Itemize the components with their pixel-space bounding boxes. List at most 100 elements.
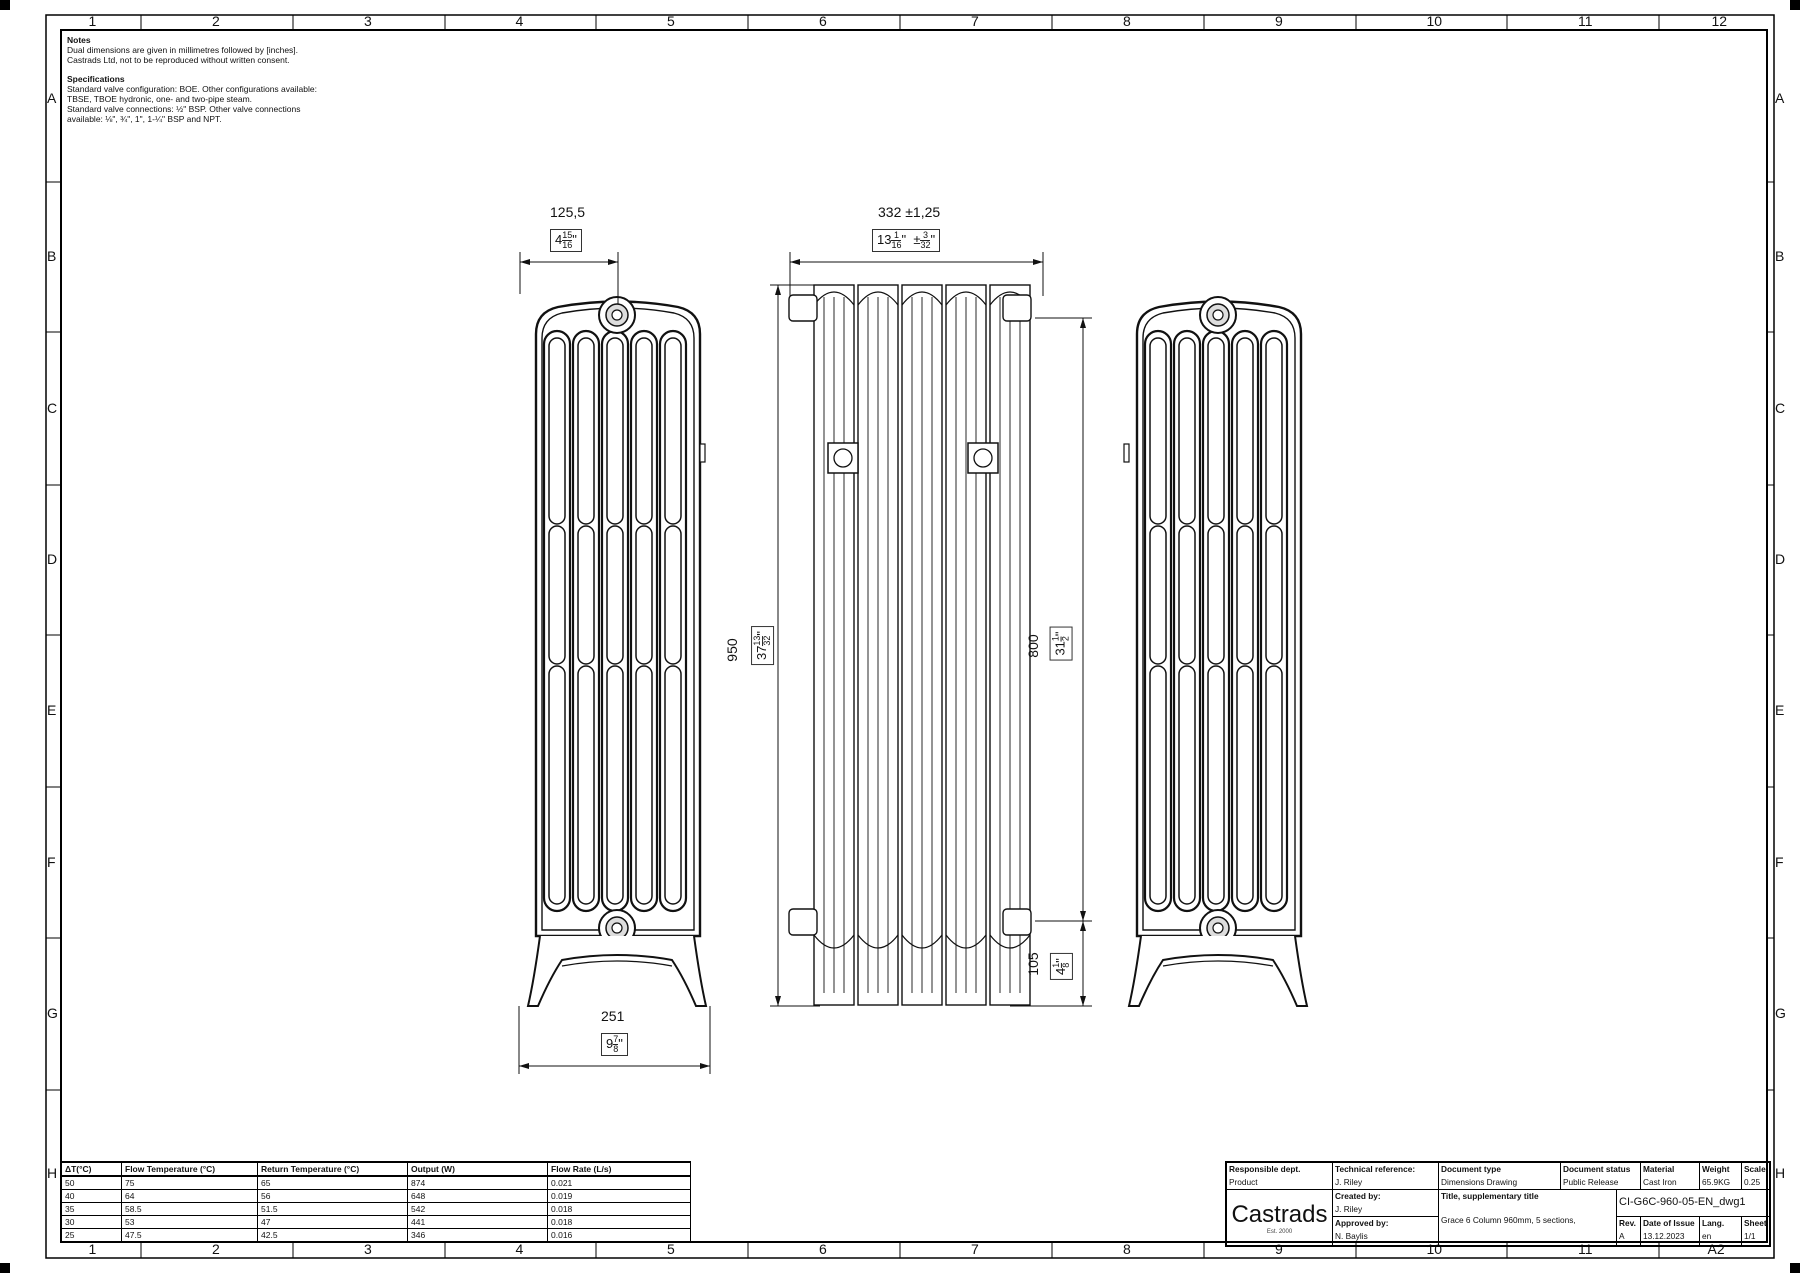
corner-mark-bottom-right — [1790, 1263, 1800, 1273]
zone-label: 2 — [212, 13, 220, 29]
zone-label: 4 — [515, 1241, 524, 1257]
date-of-issue-cell: Date of Issue 13.12.2023 — [1641, 1217, 1700, 1245]
zone-label: C — [47, 399, 58, 416]
zone-label: F — [47, 853, 56, 870]
table-cell: 30 — [61, 1215, 122, 1229]
zone-label: G — [1775, 1005, 1786, 1021]
revision-cell: Rev. A — [1617, 1217, 1641, 1245]
table-cell: 25 — [61, 1228, 122, 1243]
table-cell: 47.5 — [121, 1228, 258, 1243]
zone-label: 11 — [1578, 13, 1593, 29]
table-header: Output (W) — [407, 1161, 548, 1177]
table-header: Flow Temperature (°C) — [121, 1161, 258, 1177]
responsible-dept-cell: Responsible dept. Product — [1227, 1163, 1333, 1190]
table-cell: 0.018 — [547, 1202, 691, 1216]
drawing-number: CI-G6C-960-05-EN_dwg1 — [1617, 1190, 1769, 1217]
top-depth-mm: 125,5 — [550, 204, 586, 220]
document-type-cell: Document type Dimensions Drawing — [1439, 1163, 1561, 1190]
zone-label: E — [47, 702, 57, 718]
height-mm: 950 — [724, 638, 740, 662]
zone-label: 1 — [88, 1241, 97, 1257]
left-end-view — [526, 296, 708, 1007]
table-cell: 0.019 — [547, 1189, 691, 1203]
zone-label: 12 — [1711, 13, 1728, 29]
floor-clearance-mm: 105 — [1025, 952, 1041, 976]
title-block: Responsible dept. Product Technical refe… — [1225, 1161, 1771, 1247]
table-header: ΔT(°C) — [61, 1161, 122, 1177]
zone-label: G — [47, 1005, 58, 1021]
zone-label: F — [1775, 853, 1784, 870]
zone-label: 7 — [971, 13, 979, 29]
table-cell: 56 — [257, 1189, 408, 1203]
spec-line: Standard valve connections: ½" BSP. Othe… — [67, 104, 301, 115]
specifications-title: Specifications — [67, 73, 125, 84]
zone-label: 9 — [1275, 1241, 1283, 1257]
corner-mark-top-left — [0, 0, 10, 10]
zone-label: D — [47, 551, 58, 567]
zone-label: 3 — [364, 13, 372, 29]
material-cell: Material Cast Iron — [1641, 1163, 1700, 1190]
length-mm: 332 ±1,25 — [878, 204, 941, 220]
table-cell: 75 — [121, 1175, 258, 1190]
performance-table: ΔT(°C) Flow Temperature (°C) Return Temp… — [61, 1161, 691, 1243]
brand-cell: Castrads Est. 2000 — [1227, 1190, 1333, 1245]
dimension-arrows — [519, 259, 1086, 1069]
zone-label: 8 — [1123, 1241, 1131, 1257]
table-cell: 0.018 — [547, 1215, 691, 1229]
zone-label: B — [1775, 248, 1785, 264]
table-cell: 42.5 — [257, 1228, 408, 1243]
castrads-logo: Castrads — [1231, 1201, 1328, 1228]
table-cell: 346 — [407, 1228, 548, 1243]
zone-label: H — [47, 1165, 58, 1181]
notes-block: Notes Dual dimensions are given in milli… — [67, 35, 367, 125]
drawing-title: Grace 6 Column 960mm, 5 sections, — [1441, 1215, 1576, 1225]
table-cell: 35 — [61, 1202, 122, 1216]
table-header: Return Temperature (°C) — [257, 1161, 408, 1177]
zone-label: E — [1775, 702, 1785, 718]
technical-reference-cell: Technical reference: J. Riley — [1333, 1163, 1439, 1190]
foot-width-mm: 251 — [601, 1008, 625, 1024]
front-view — [788, 284, 1032, 1006]
table-cell: 441 — [407, 1215, 548, 1229]
notes-line: Castrads Ltd, not to be reproduced witho… — [67, 55, 290, 66]
zone-label: 1 — [88, 13, 97, 29]
language-cell: Lang. en — [1700, 1217, 1742, 1245]
zone-label: 6 — [819, 13, 827, 29]
zone-label: 5 — [667, 1241, 675, 1257]
right-end-view — [1123, 296, 1309, 1007]
notes-title: Notes — [67, 35, 91, 45]
table-header: Flow Rate (L/s) — [547, 1161, 691, 1177]
notes-line: Dual dimensions are given in millimetres… — [67, 45, 299, 56]
zone-label: 2 — [212, 1241, 220, 1257]
table-cell: 53 — [121, 1215, 258, 1229]
zone-label: D — [1775, 551, 1786, 567]
corner-mark-bottom-left — [0, 1263, 10, 1273]
zone-label: 9 — [1275, 13, 1283, 29]
zone-label: A — [47, 89, 57, 106]
table-cell: 47 — [257, 1215, 408, 1229]
approved-by-cell: Approved by: N. Baylis — [1333, 1217, 1439, 1245]
dimension-lines — [518, 252, 1092, 1074]
weight-cell: Weight 65.9KG — [1700, 1163, 1742, 1190]
sheet-cell: Sheet 1/1 — [1744, 1218, 1767, 1241]
spec-line: Standard valve configuration: BOE. Other… — [67, 83, 317, 94]
scale-cell: Scale 0.25 — [1742, 1163, 1769, 1190]
spec-line: TBSE, TBOE hydronic, one- and two-pipe s… — [67, 94, 253, 105]
zone-label: A — [1775, 89, 1785, 106]
zone-label: B — [47, 248, 57, 264]
table-header-row: ΔT(°C) Flow Temperature (°C) Return Temp… — [61, 1161, 691, 1177]
zone-label: H — [1775, 1165, 1786, 1181]
centres-mm: 800 — [1025, 634, 1041, 658]
table-cell: 542 — [407, 1202, 548, 1216]
corner-mark-top-right — [1790, 0, 1800, 10]
brand-established: Est. 2000 — [1266, 1229, 1293, 1235]
created-by-cell: Created by: J. Riley — [1333, 1190, 1439, 1217]
title-cell: Title, supplementary title Grace 6 Colum… — [1439, 1190, 1617, 1245]
